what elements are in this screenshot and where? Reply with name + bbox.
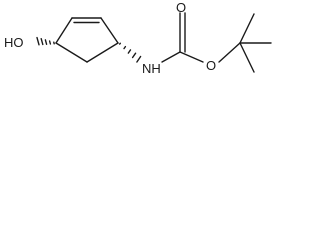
atom-label-carbonyl-oxygen: O (176, 0, 186, 15)
atom-label-amine: NH (142, 61, 161, 76)
atom-label-ester-oxygen: O (206, 58, 216, 73)
bond-tert-butyl-methyl-down (239, 42, 255, 73)
bond-ester-oxygen-tert-carbon (218, 42, 241, 63)
hashed-wedge-bond-amine (118, 42, 142, 63)
ring-bond-c5-c1 (55, 42, 88, 63)
ring-bond-c3-c4 (100, 17, 119, 44)
chemical-structure: HO NH O O (4, 0, 272, 76)
ring-bond-c4-c5 (86, 42, 119, 63)
bond-carbonyl-ester-oxygen (179, 51, 204, 63)
atom-label-hydroxyl: HO (4, 35, 24, 50)
bond-tert-butyl-methyl-up (239, 13, 255, 44)
bond-n-carbonyl-carbon (161, 51, 181, 63)
ring-bond-c1-c2 (55, 17, 73, 44)
hashed-wedge-bond-hydroxyl (36, 36, 55, 46)
